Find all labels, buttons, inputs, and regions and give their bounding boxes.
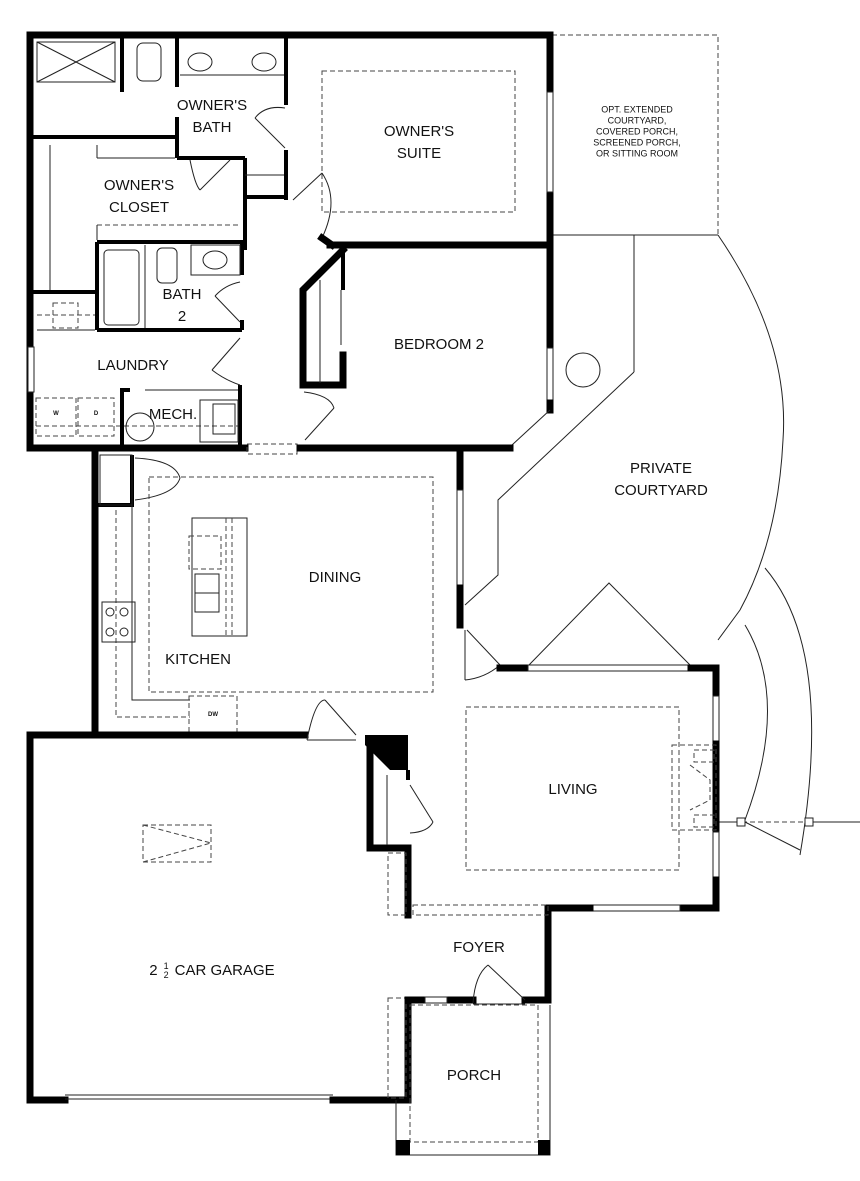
porch-label: PORCH [446,1067,502,1084]
window [546,347,554,404]
private-courtyard-label: PRIVATE COURTYARD [614,460,708,499]
window [27,346,35,393]
kitchen-island [191,517,248,637]
washer-label: W [53,411,59,417]
courtyard-planter-circle [565,352,601,388]
dining-area-outline [148,476,434,693]
dishwasher [188,695,238,735]
owners-bath-label: OWNER'S BATH [176,97,248,136]
cooktop [101,601,136,643]
window [546,91,554,193]
window [712,695,720,745]
bathtub [103,249,140,326]
toilet-icon [156,247,178,284]
garage-label: 2 1 2 CAR GARAGE [149,961,275,980]
exterior-wall-left [26,31,99,739]
living-label: LIVING [548,781,598,798]
sink-icon [202,250,228,270]
bedroom-2-label: BEDROOM 2 [393,336,485,353]
kitchen-label: KITCHEN [165,651,231,668]
bath-2-label: BATH 2 [162,286,202,325]
optional-area-label: OPT. EXTENDED COURTYARD, COVERED PORCH, … [593,104,681,159]
garage-wall [26,731,69,1104]
owners-closet-label: OWNER'S CLOSET [103,177,175,216]
foyer-label: FOYER [453,939,505,956]
dishwasher-label: DW [208,712,218,718]
water-heater [125,412,155,442]
courtyard-arc-outline [717,234,785,641]
living-area-outline [465,706,680,871]
shower [36,41,116,83]
optional-area-outline [552,34,719,235]
toilet-icon [136,42,162,82]
fraction: 1 2 [163,961,169,980]
window [712,831,720,881]
sink-icon [187,52,213,72]
washer [35,397,77,437]
owners-suite-label: OWNER'S SUITE [383,123,455,162]
dining-label: DINING [308,569,362,586]
window [527,664,692,672]
mech-label: MECH. [148,406,198,423]
dryer [77,397,115,437]
sink-icon [251,52,277,72]
window [456,489,464,589]
dryer-label: D [93,411,99,417]
laundry-label: LAUNDRY [97,357,169,374]
window [589,904,681,912]
attic-access [142,824,212,863]
